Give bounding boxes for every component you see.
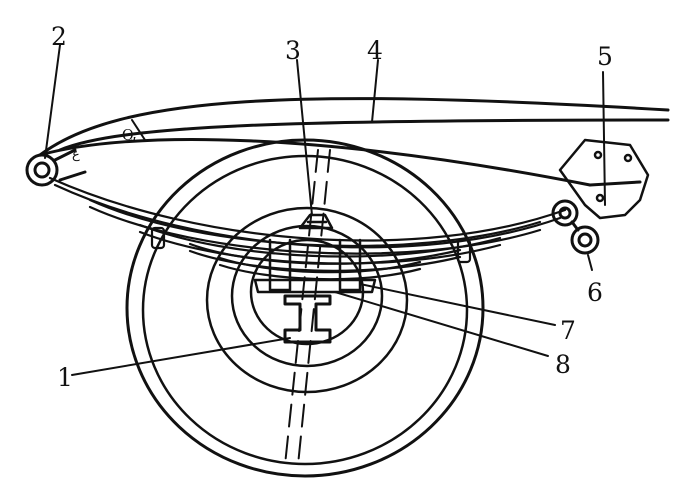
tire-inner (141, 154, 469, 466)
label-part-3: 3 (285, 36, 301, 65)
tire-outer (125, 138, 485, 478)
label-part-6: 6 (587, 278, 603, 307)
wheel-centerline (284, 149, 331, 466)
rear-shackle (551, 199, 600, 255)
label-part-1: 1 (57, 363, 73, 392)
wheel-rim (205, 206, 409, 394)
label-part-8: 8 (555, 350, 571, 379)
svg-text:ع: ع (72, 147, 80, 162)
front-spring-eye: ع Ⴍ (25, 128, 136, 187)
rear-bracket (558, 138, 650, 220)
leader-lines (44, 44, 606, 376)
wheel (125, 138, 485, 478)
svg-text:Ⴍ: Ⴍ (122, 128, 136, 144)
wheel-hub (230, 224, 384, 368)
vehicle-frame (38, 97, 670, 187)
label-part-4: 4 (367, 36, 383, 65)
label-part-7: 7 (560, 316, 576, 345)
u-bolts (268, 238, 362, 292)
spring-plate (253, 278, 377, 294)
label-part-5: 5 (597, 42, 613, 71)
label-part-2: 2 (51, 22, 67, 51)
bump-stop (298, 213, 334, 230)
axle-beam (283, 294, 332, 344)
